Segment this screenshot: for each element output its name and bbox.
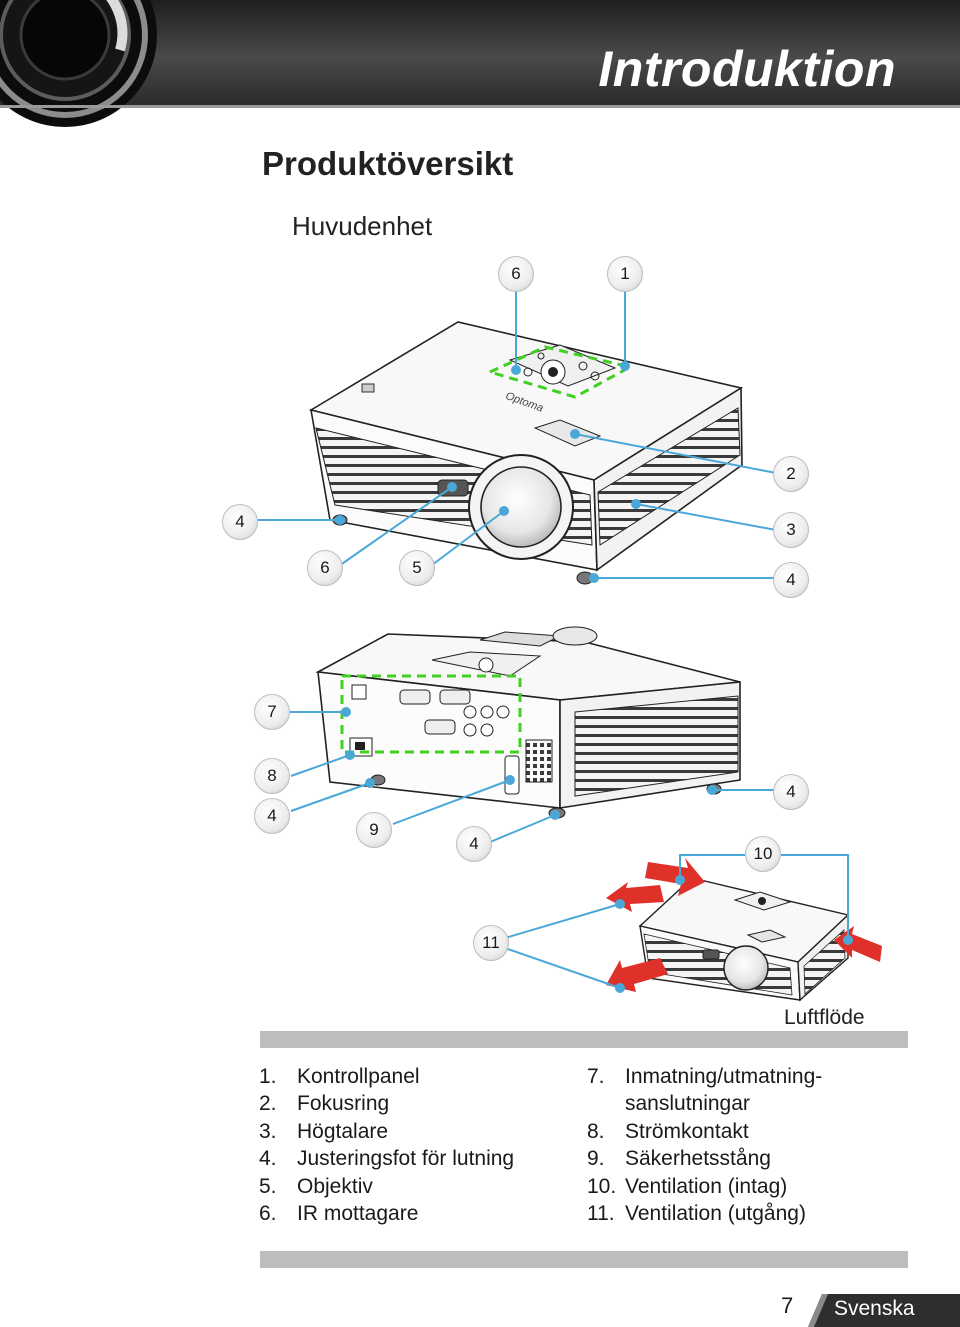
divider-top [260,1031,908,1048]
legend-item: 9. Säkerhetsstång [587,1145,822,1172]
projector-rear-view [315,626,741,819]
chapter-title: Introduktion [598,41,896,97]
legend-item: 4. Justeringsfot för lutning [259,1145,514,1172]
legend-item: sanslutningar [587,1090,822,1117]
callout-lines [258,291,849,989]
callout-6-top: 6 [498,256,534,292]
legend-number: 1. [259,1065,277,1088]
legend-label: Ventilation (utgång) [625,1202,806,1226]
page-number: 7 [781,1293,794,1318]
language-tab [808,1294,960,1327]
lens-decoration-icon [0,0,157,127]
legend-item: 5. Objektiv [259,1173,514,1200]
callout-4-rear-center: 4 [456,826,492,862]
callout-3: 3 [773,512,809,548]
legend-right: 7. Inmatning/utmatning- sanslutningar 8. S… [587,1063,822,1227]
legend-label: Kontrollpanel [297,1065,420,1088]
legend-label: Högtalare [297,1119,389,1143]
legend-number: 3. [259,1119,277,1143]
header-bar [0,0,960,105]
legend-label: Justeringsfot för lutning [297,1147,515,1171]
divider-bottom [260,1251,908,1268]
legend-number: 10. [587,1174,617,1198]
legend-label: sanslutningar [625,1092,750,1116]
callout-4-front-left: 4 [222,504,258,540]
legend-label: Ventilation (intag) [625,1174,788,1198]
legend-item: 7. Inmatning/utmatning- [587,1063,822,1090]
legend-label: Inmatning/utmatning- [625,1065,823,1088]
callout-2: 2 [773,456,809,492]
callout-7: 7 [254,694,290,730]
legend-label: Fokusring [297,1092,390,1116]
legend-item: 6. IR mottagare [259,1200,514,1227]
page-header: Introduktion [0,0,960,127]
section-title: Produktöversikt [262,145,514,182]
legend-item: 3. Högtalare [259,1118,514,1145]
legend-label: Säkerhetsstång [625,1147,771,1171]
callout-6-bottom: 6 [307,550,343,586]
legend-item: 11. Ventilation (utgång) [587,1200,822,1227]
language-label: Svenska [834,1297,915,1320]
airflow-label: Luftflöde [784,1006,865,1029]
callout-1: 1 [607,256,643,292]
callout-10: 10 [745,836,781,872]
callout-4-front-right: 4 [773,562,809,598]
callout-5: 5 [399,550,435,586]
legend-item: 2. Fokusring [259,1090,514,1117]
legend-label: Objektiv [297,1174,373,1198]
legend-number: 5. [259,1174,277,1198]
callout-dots [335,361,853,993]
legend-number: 2. [259,1092,277,1116]
legend-label: IR mottagare [297,1202,419,1226]
legend-number: 6. [259,1202,277,1226]
callout-4-rear-left: 4 [254,798,290,834]
callout-9: 9 [356,812,392,848]
legend-number: 8. [587,1119,605,1143]
legend-item: 1. Kontrollpanel [259,1063,514,1090]
legend-left: 1.Kontrollpanel 2.Fokusring 3.Högtalare … [259,1063,514,1227]
projector-airflow-view [638,877,850,1002]
legend-number: 11. [587,1202,615,1226]
legend-item: 10. Ventilation (intag) [587,1173,822,1200]
header-underline [0,105,960,108]
legend-label: Strömkontakt [625,1119,749,1143]
legend-item: 8. Strömkontakt [587,1118,822,1145]
legend-number: 7. [587,1065,605,1088]
callout-8: 8 [254,758,290,794]
legend-number: 9. [587,1147,605,1171]
legend-number: 4. [259,1147,277,1171]
subsection-title: Huvudenhet [292,211,433,241]
callout-11: 11 [473,925,509,961]
callout-4-rear-right: 4 [773,774,809,810]
